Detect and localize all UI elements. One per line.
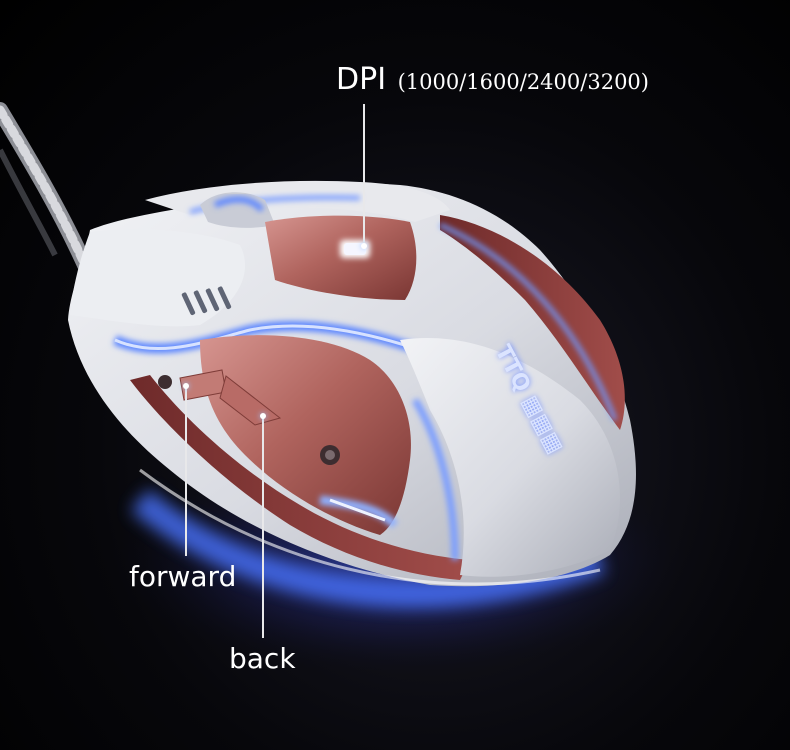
back-callout-dot (260, 413, 266, 419)
forward-callout-line (185, 386, 187, 556)
back-callout-label: back (229, 642, 296, 675)
dpi-values-text: (1000/1600/2400/3200) (397, 70, 649, 94)
left-side-panel-rose (200, 335, 411, 535)
back-callout-line (262, 416, 264, 638)
screw (158, 375, 172, 389)
dpi-panel-rose (265, 215, 417, 300)
dpi-callout-dot (361, 243, 367, 249)
dpi-label-text: DPI (336, 62, 387, 97)
vent-slits (181, 286, 232, 316)
forward-callout-dot (183, 383, 189, 389)
braided-cable (0, 102, 93, 273)
forward-callout-label: forward (129, 560, 237, 593)
back-thumb-button (219, 375, 282, 426)
dpi-callout-line (363, 104, 365, 246)
dpi-callout-label: DPI (1000/1600/2400/3200) (336, 60, 649, 102)
